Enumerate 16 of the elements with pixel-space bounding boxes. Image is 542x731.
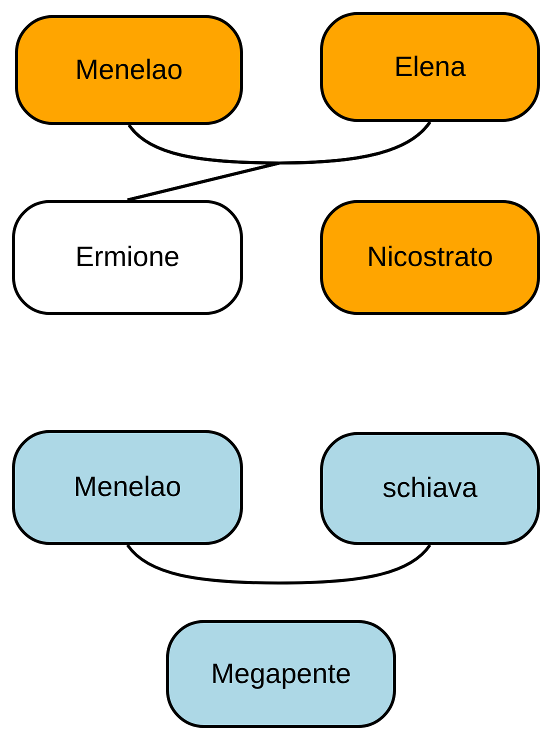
person-name: Menelao [74,471,182,504]
person-box [320,432,540,545]
person-name: schiava [382,472,478,505]
person-box [15,15,243,125]
connector-line [127,121,432,202]
person-name: Menelao [75,54,183,86]
connector-line [126,544,432,584]
person-box [12,200,243,315]
person-name: Ermione [75,241,180,274]
person-box [320,12,540,122]
person-box [12,430,243,545]
person-box [320,200,540,315]
person-box [166,620,396,728]
person-name: Elena [394,50,466,84]
person-name: Megapente [210,658,352,690]
person-name: Nicostrato [366,241,494,274]
